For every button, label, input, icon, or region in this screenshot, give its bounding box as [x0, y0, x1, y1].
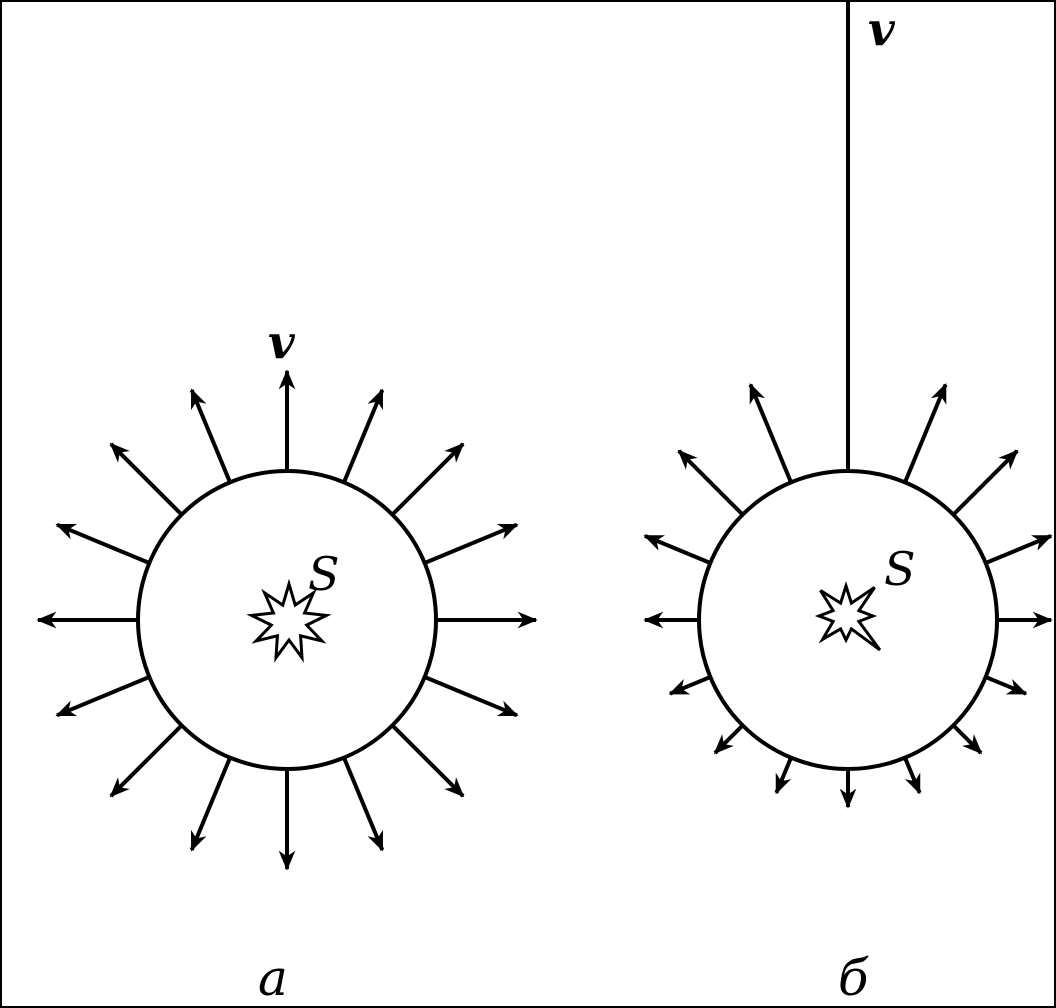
panel-b-arrow-15: [748, 382, 793, 484]
panel-a-arrow-13: [55, 522, 151, 565]
panel-a-arrow-11: [55, 675, 151, 718]
panel-b-source-label: S: [884, 542, 916, 596]
panel-b-arrow-1: [903, 382, 948, 484]
panel-b-arrow-11: [668, 675, 712, 696]
panel-a-caption: а: [258, 949, 288, 1007]
panel-b: S v б: [643, 0, 1053, 1007]
panel-a-arrows: [36, 369, 538, 871]
panel-a-source-star-icon: [246, 578, 332, 663]
panel-a-arrow-3: [423, 522, 519, 565]
panel-a-arrow-9: [189, 756, 232, 852]
panel-b-source-star-icon: [814, 581, 882, 652]
panel-b-arrow-9: [774, 756, 793, 795]
panel-a-arrow-1: [342, 388, 385, 484]
panel-b-velocity-label: v: [868, 2, 896, 56]
panel-b-arrow-10: [713, 723, 745, 755]
panel-a-arrow-10: [109, 723, 184, 798]
panel-a-arrow-6: [390, 723, 465, 798]
panel-a-arrow-15: [189, 388, 232, 484]
panel-b-arrow-13: [643, 534, 712, 565]
panel-b-arrow-6: [951, 723, 983, 755]
panel-a-velocity-label: v: [268, 315, 296, 369]
panel-a-source-label: S: [308, 547, 340, 601]
panel-b-arrows: [643, 0, 1053, 809]
panel-b-arrow-14: [677, 449, 745, 517]
panel-b-caption: б: [838, 949, 869, 1007]
panel-a-arrow-5: [423, 675, 519, 718]
panel-b-arrow-7: [903, 756, 922, 795]
panel-b-arrow-5: [984, 675, 1028, 696]
panel-a-arrow-2: [390, 442, 465, 517]
panel-a-arrow-14: [109, 442, 184, 517]
panel-a: S v а: [36, 315, 538, 1007]
panel-b-arrow-2: [951, 449, 1019, 517]
panel-b-arrow-3: [984, 534, 1053, 565]
panel-a-arrow-7: [342, 756, 385, 852]
